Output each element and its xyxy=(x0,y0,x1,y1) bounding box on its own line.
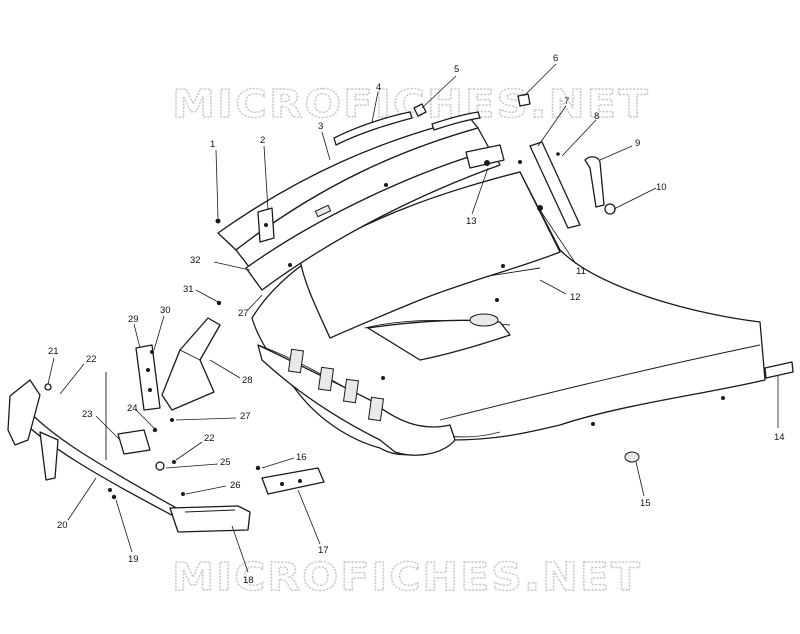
callout-9: 9 xyxy=(635,138,640,149)
watermark-top: MICROFICHES.NET xyxy=(172,82,650,126)
callout-5: 5 xyxy=(454,64,459,75)
clip-6 xyxy=(517,93,531,107)
latch-rod xyxy=(556,152,616,215)
callout-16: 16 xyxy=(296,452,307,463)
center-bracket xyxy=(465,144,505,169)
screw-1 xyxy=(215,218,221,224)
side-strut xyxy=(518,141,581,229)
callout-31: 31 xyxy=(183,284,194,295)
callout-17: 17 xyxy=(318,545,329,556)
callout-4: 4 xyxy=(376,82,381,93)
callout-25: 25 xyxy=(220,457,231,468)
callout-22-upper: 22 xyxy=(86,354,97,365)
callout-28: 28 xyxy=(242,375,253,386)
trim-strip xyxy=(333,111,413,146)
callout-29: 29 xyxy=(128,314,139,325)
reflector xyxy=(764,361,794,379)
callout-13: 13 xyxy=(466,216,477,227)
callout-15: 15 xyxy=(640,498,651,509)
watermark-bottom: MICROFICHES.NET xyxy=(172,555,642,599)
callout-27-lower: 27 xyxy=(240,411,251,422)
callout-24: 24 xyxy=(127,403,138,414)
hood-vent xyxy=(469,313,499,327)
callout-11: 11 xyxy=(576,266,586,277)
callout-2: 2 xyxy=(260,135,265,146)
rear-panel xyxy=(245,149,501,291)
corner-bracket xyxy=(257,207,275,243)
callout-30: 30 xyxy=(160,305,171,316)
callout-18: 18 xyxy=(243,575,254,586)
callout-26: 26 xyxy=(230,480,241,491)
callout-12: 12 xyxy=(570,292,581,303)
leader-lines xyxy=(47,63,779,573)
callout-14: 14 xyxy=(774,432,785,443)
callout-27-upper: 27 xyxy=(238,308,249,319)
callout-10: 10 xyxy=(656,182,667,193)
callout-6: 6 xyxy=(553,53,558,64)
hood-shell xyxy=(251,171,766,456)
callout-7: 7 xyxy=(564,96,569,107)
callout-19: 19 xyxy=(128,554,139,565)
callout-8: 8 xyxy=(594,111,599,122)
callout-22-lower: 22 xyxy=(204,433,215,444)
callout-3: 3 xyxy=(318,121,323,132)
callout-labels: 1 2 3 4 5 6 7 8 9 10 11 12 13 14 15 16 1… xyxy=(48,53,785,586)
front-frame xyxy=(7,300,325,533)
callout-20: 20 xyxy=(57,520,68,531)
callout-21: 21 xyxy=(48,346,59,357)
plug xyxy=(624,451,640,463)
callout-32: 32 xyxy=(190,255,201,266)
callout-23: 23 xyxy=(82,409,93,420)
callout-1: 1 xyxy=(210,139,215,150)
